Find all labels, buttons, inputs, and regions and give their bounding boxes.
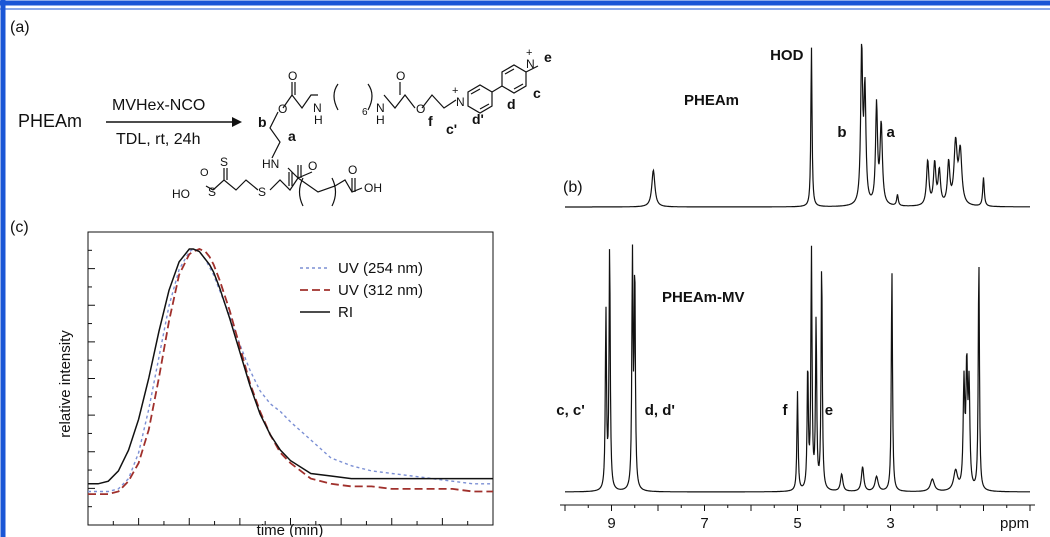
svg-text:N: N xyxy=(313,101,322,115)
nmr-spectrum-pheam xyxy=(565,43,1030,208)
svg-text:S: S xyxy=(258,185,266,199)
svg-text:O: O xyxy=(348,163,357,177)
product-structure-text: O O N H 6 N H O O + N + N e c d d' c' f … xyxy=(172,47,552,201)
nmr-x-tick-label: 9 xyxy=(607,515,615,532)
spectrum-title-pheam-mv: PHEAm-MV xyxy=(662,289,745,306)
gpc-series-uv-254-nm xyxy=(88,248,493,493)
nmr-x-tick-label: 5 xyxy=(793,515,801,532)
reagent-label: MVHex-NCO xyxy=(112,97,205,114)
nmr-peak-annotation: f xyxy=(783,402,789,419)
nmr-peak-annotation: a xyxy=(887,124,896,141)
legend-label-uv312: UV (312 nm) xyxy=(338,282,423,299)
svg-text:N: N xyxy=(376,101,385,115)
panel-label-c: (c) xyxy=(10,219,29,236)
nmr-peak-annotation: e xyxy=(825,402,833,419)
gpc-y-label: relative intensity xyxy=(57,330,74,438)
nmr-ticks: 9 7 5 3 xyxy=(564,505,1031,532)
nmr-annotations: HOD b a c, c' d, d' f e xyxy=(556,47,895,419)
nmr-x-label: ppm xyxy=(1000,515,1029,532)
svg-text:f: f xyxy=(428,113,433,129)
svg-text:S: S xyxy=(220,155,228,169)
svg-text:c: c xyxy=(533,85,541,101)
nmr-peak-annotation: d, d' xyxy=(645,402,675,419)
svg-text:d': d' xyxy=(472,111,484,127)
svg-text:O: O xyxy=(308,159,317,173)
panel-label-b: (b) xyxy=(563,179,583,196)
svg-text:b: b xyxy=(258,114,267,130)
gpc-series-ri xyxy=(88,248,493,485)
svg-text:N: N xyxy=(526,57,535,71)
gpc-series-uv-312-nm xyxy=(88,248,493,496)
svg-text:HN: HN xyxy=(262,157,279,171)
nmr-peak-annotation: c, c' xyxy=(556,402,585,419)
svg-text:O: O xyxy=(416,102,425,116)
reaction-scheme: PHEAm MVHex-NCO TDL, rt, 24h xyxy=(18,47,552,207)
svg-text:e: e xyxy=(544,49,552,65)
reaction-arrow-head xyxy=(232,117,242,127)
nmr-x-tick-label: 3 xyxy=(886,515,894,532)
nmr-chart: 9 7 5 3 ppm HOD b a c, c' d, d' f e PHEAm PHEAm-M… xyxy=(556,43,1035,532)
spectrum-title-pheam: PHEAm xyxy=(684,92,739,109)
svg-text:6: 6 xyxy=(362,107,368,118)
nmr-peak-annotation: HOD xyxy=(770,47,804,64)
svg-text:O: O xyxy=(278,102,287,116)
svg-text:HO: HO xyxy=(172,187,190,201)
panel-label-a: (a) xyxy=(10,19,30,36)
svg-text:+: + xyxy=(452,85,458,97)
svg-text:+: + xyxy=(526,47,532,59)
svg-text:OH: OH xyxy=(364,181,382,195)
svg-text:S: S xyxy=(208,185,216,199)
gpc-ticks xyxy=(88,249,469,525)
gpc-legend: UV (254 nm) UV (312 nm) RI xyxy=(300,260,423,321)
product-structure xyxy=(205,64,539,207)
svg-text:H: H xyxy=(376,113,385,127)
conditions-label: TDL, rt, 24h xyxy=(116,131,200,148)
legend-label-uv254: UV (254 nm) xyxy=(338,260,423,277)
svg-text:O: O xyxy=(396,69,405,83)
reactant-label: PHEAm xyxy=(18,111,82,131)
svg-text:O: O xyxy=(288,69,297,83)
svg-text:d: d xyxy=(507,96,516,112)
svg-text:H: H xyxy=(314,113,323,127)
nmr-spectra-group xyxy=(565,43,1030,493)
gpc-chart: relative intensity time (min) UV (254 nm… xyxy=(57,231,494,537)
svg-text:O: O xyxy=(200,167,209,179)
svg-text:N: N xyxy=(456,95,465,109)
nmr-x-tick-label: 7 xyxy=(700,515,708,532)
svg-text:c': c' xyxy=(446,121,457,137)
nmr-peak-annotation: b xyxy=(837,124,846,141)
svg-text:a: a xyxy=(288,128,296,144)
gpc-x-label: time (min) xyxy=(257,522,324,537)
gpc-series-group xyxy=(88,248,493,496)
nmr-spectrum-pheam-mv xyxy=(565,244,1030,493)
legend-label-ri: RI xyxy=(338,304,353,321)
